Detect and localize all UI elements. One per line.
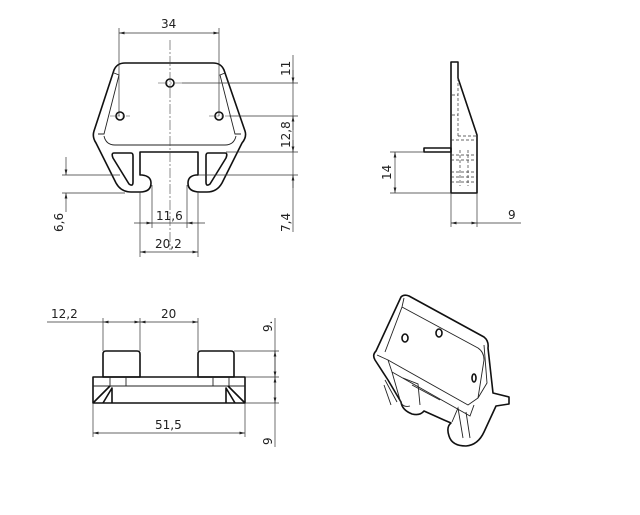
dim-7-4: 7,4	[279, 213, 293, 232]
dim-20: 20	[161, 307, 176, 321]
dim-6-6: 6,6	[52, 213, 66, 232]
left-block	[102, 350, 141, 378]
dim-12-2: 12,2	[51, 307, 78, 321]
side-pin	[423, 147, 452, 153]
side-outline	[450, 61, 478, 194]
dim-34: 34	[161, 17, 176, 31]
bottom-view: 12,2 20 51,5 9. 9	[47, 307, 279, 447]
dim-9-side: 9	[508, 208, 516, 222]
left-window	[111, 152, 134, 186]
iso-outline	[372, 294, 510, 447]
iso-hole-right	[471, 373, 477, 383]
side-view: 14 9	[380, 61, 521, 227]
right-window	[205, 152, 228, 186]
dim-11-6: 11,6	[156, 209, 183, 223]
iso-hole-top	[435, 328, 443, 338]
dim-12-8: 12,8	[279, 121, 293, 148]
front-outline	[92, 62, 247, 193]
right-rim	[219, 72, 241, 135]
iso-hole-left	[401, 333, 409, 343]
dim-11: 11	[279, 61, 293, 76]
dim-20-2: 20,2	[155, 237, 182, 251]
left-rim	[98, 72, 120, 135]
front-view: 34 11 12,8 7,4 6,6 11,6 20,2	[52, 17, 298, 257]
dim-9-lower: 9	[261, 437, 275, 445]
dim-14: 14	[380, 165, 394, 180]
dim-51-5: 51,5	[155, 418, 182, 432]
isometric-view	[372, 294, 510, 447]
base	[92, 376, 246, 404]
right-block	[197, 350, 235, 378]
dim-9-upper: 9.	[261, 321, 275, 332]
